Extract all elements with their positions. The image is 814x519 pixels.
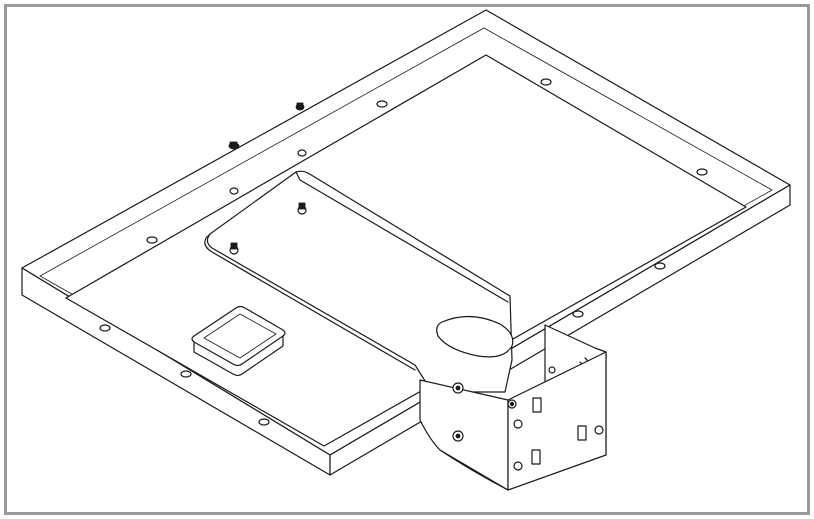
junction-box-recess	[191, 305, 286, 377]
bracket-bolts	[229, 202, 307, 255]
frame-bolts	[228, 102, 305, 150]
slot-cutout	[436, 315, 514, 358]
mounting-sleeve	[419, 324, 607, 491]
frame-holes	[99, 78, 708, 426]
